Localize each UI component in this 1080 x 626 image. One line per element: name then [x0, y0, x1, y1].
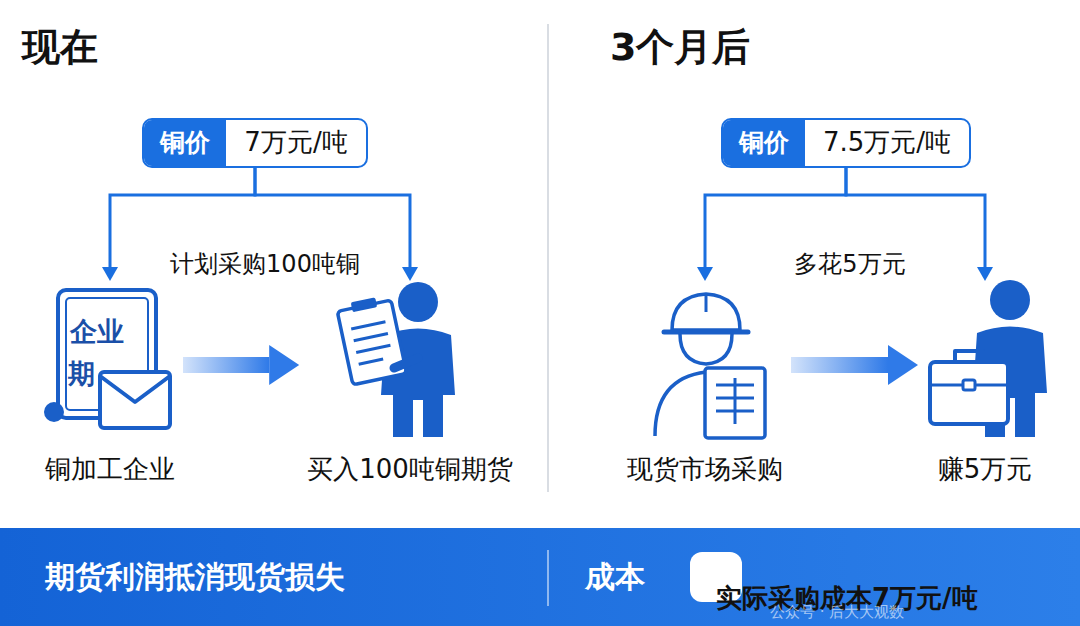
price-value: 7万元/吨 — [226, 120, 365, 166]
earner-figure — [930, 280, 1047, 437]
node-text: 赚5万元 — [938, 452, 1033, 486]
profit-node: 赚5万元 — [920, 283, 1050, 490]
price-tag: 铜价 — [144, 120, 226, 166]
enterprise-node: 铜加工企业 — [39, 283, 181, 490]
price-tag: 铜价 — [723, 120, 805, 166]
price-pill: 铜价7.5万元/吨 — [721, 118, 971, 168]
worker-figure — [655, 294, 765, 438]
price-pill: 铜价7万元/吨 — [142, 118, 367, 168]
flow-note: 计划采购100吨铜 — [170, 248, 360, 280]
node-text: 成本 — [585, 557, 645, 597]
flow-arrow — [183, 357, 269, 373]
panel-heading: 3个月后 — [610, 22, 750, 73]
icon-glyph: 期 — [68, 356, 95, 392]
summary-band-ground — [0, 528, 1080, 626]
node-text: 铜加工企业 — [45, 452, 175, 486]
panel-heading: 现在 — [22, 22, 98, 73]
summary-band: 期货利润抵消现货损失 成本 实际采购成本7万元/吨 — [0, 528, 1080, 626]
spot-node: 现货市场采购 — [621, 283, 789, 490]
node-text: 期货利润抵消现货损失 — [45, 557, 345, 597]
icon-glyph: 企业 — [70, 314, 124, 350]
price-value: 7.5万元/吨 — [805, 120, 969, 166]
buyer-figure — [336, 282, 455, 437]
flow-arrow — [791, 357, 888, 373]
band-divider — [547, 550, 549, 606]
enterprise-icon — [44, 290, 170, 428]
node-text: 买入100吨铜期货 — [307, 452, 513, 486]
panel-divider — [547, 24, 549, 492]
flow-note: 多花5万元 — [794, 248, 905, 280]
node-text: 现货市场采购 — [627, 452, 783, 486]
watermark: 公众号 · 后大大观数 — [770, 603, 904, 622]
cost-pill: 实际采购成本7万元/吨 — [690, 552, 742, 602]
futures-node: 买入100吨铜期货 — [301, 283, 519, 490]
